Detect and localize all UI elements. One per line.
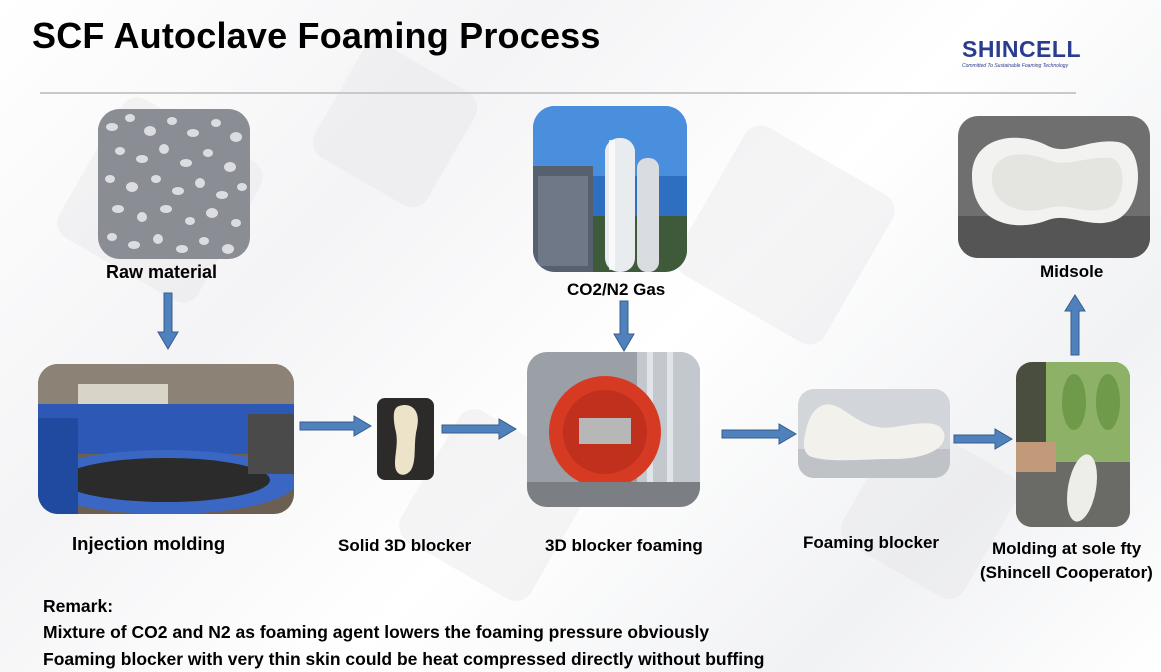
arrow-up-icon bbox=[1064, 294, 1086, 356]
label-foaming-blocker: Foaming blocker bbox=[803, 533, 940, 552]
gas-tank-photo bbox=[533, 106, 687, 272]
label-midsole: Midsole bbox=[1040, 262, 1104, 281]
remark-heading: Remark: bbox=[43, 596, 114, 616]
arrow-right-icon bbox=[721, 423, 797, 445]
background-shape bbox=[306, 36, 484, 214]
label-blocker-foaming: 3D blocker foaming bbox=[545, 536, 703, 555]
autoclave-photo bbox=[527, 352, 700, 507]
logo-name: SHINCELL bbox=[962, 36, 1081, 62]
remark-line: Mixture of CO2 and N2 as foaming agent l… bbox=[43, 622, 710, 642]
label-injection-molding: Injection molding bbox=[72, 533, 226, 554]
background-shape bbox=[668, 118, 902, 352]
arrow-right-icon bbox=[299, 415, 372, 437]
remark-line: Foaming blocker with very thin skin coul… bbox=[43, 649, 765, 669]
label-raw-material: Raw material bbox=[106, 262, 218, 282]
label-molding-at-sole-fty: Molding at sole fty bbox=[992, 539, 1142, 558]
foaming-blocker-photo bbox=[798, 389, 950, 478]
midsole-photo bbox=[958, 116, 1150, 258]
page-title: SCF Autoclave Foaming Process bbox=[32, 15, 601, 56]
arrow-down-icon bbox=[157, 292, 179, 350]
title-divider bbox=[40, 92, 1076, 94]
sole-molding-photo bbox=[1016, 362, 1130, 527]
label-shincell-cooperator: (Shincell Cooperator) bbox=[980, 563, 1153, 582]
solid-blocker-photo bbox=[377, 398, 434, 480]
arrow-right-icon bbox=[953, 428, 1013, 450]
label-gas: CO2/N2 Gas bbox=[567, 280, 666, 299]
brand-logo: SHINCELL Committed To Sustainable Foamin… bbox=[962, 36, 1094, 72]
label-solid-blocker: Solid 3D blocker bbox=[338, 536, 472, 555]
arrow-down-icon bbox=[613, 300, 635, 352]
injection-machine-photo bbox=[38, 364, 294, 514]
logo-tagline: Committed To Sustainable Foaming Technol… bbox=[962, 63, 1069, 69]
arrow-right-icon bbox=[441, 418, 517, 440]
raw-material-photo bbox=[98, 109, 250, 259]
